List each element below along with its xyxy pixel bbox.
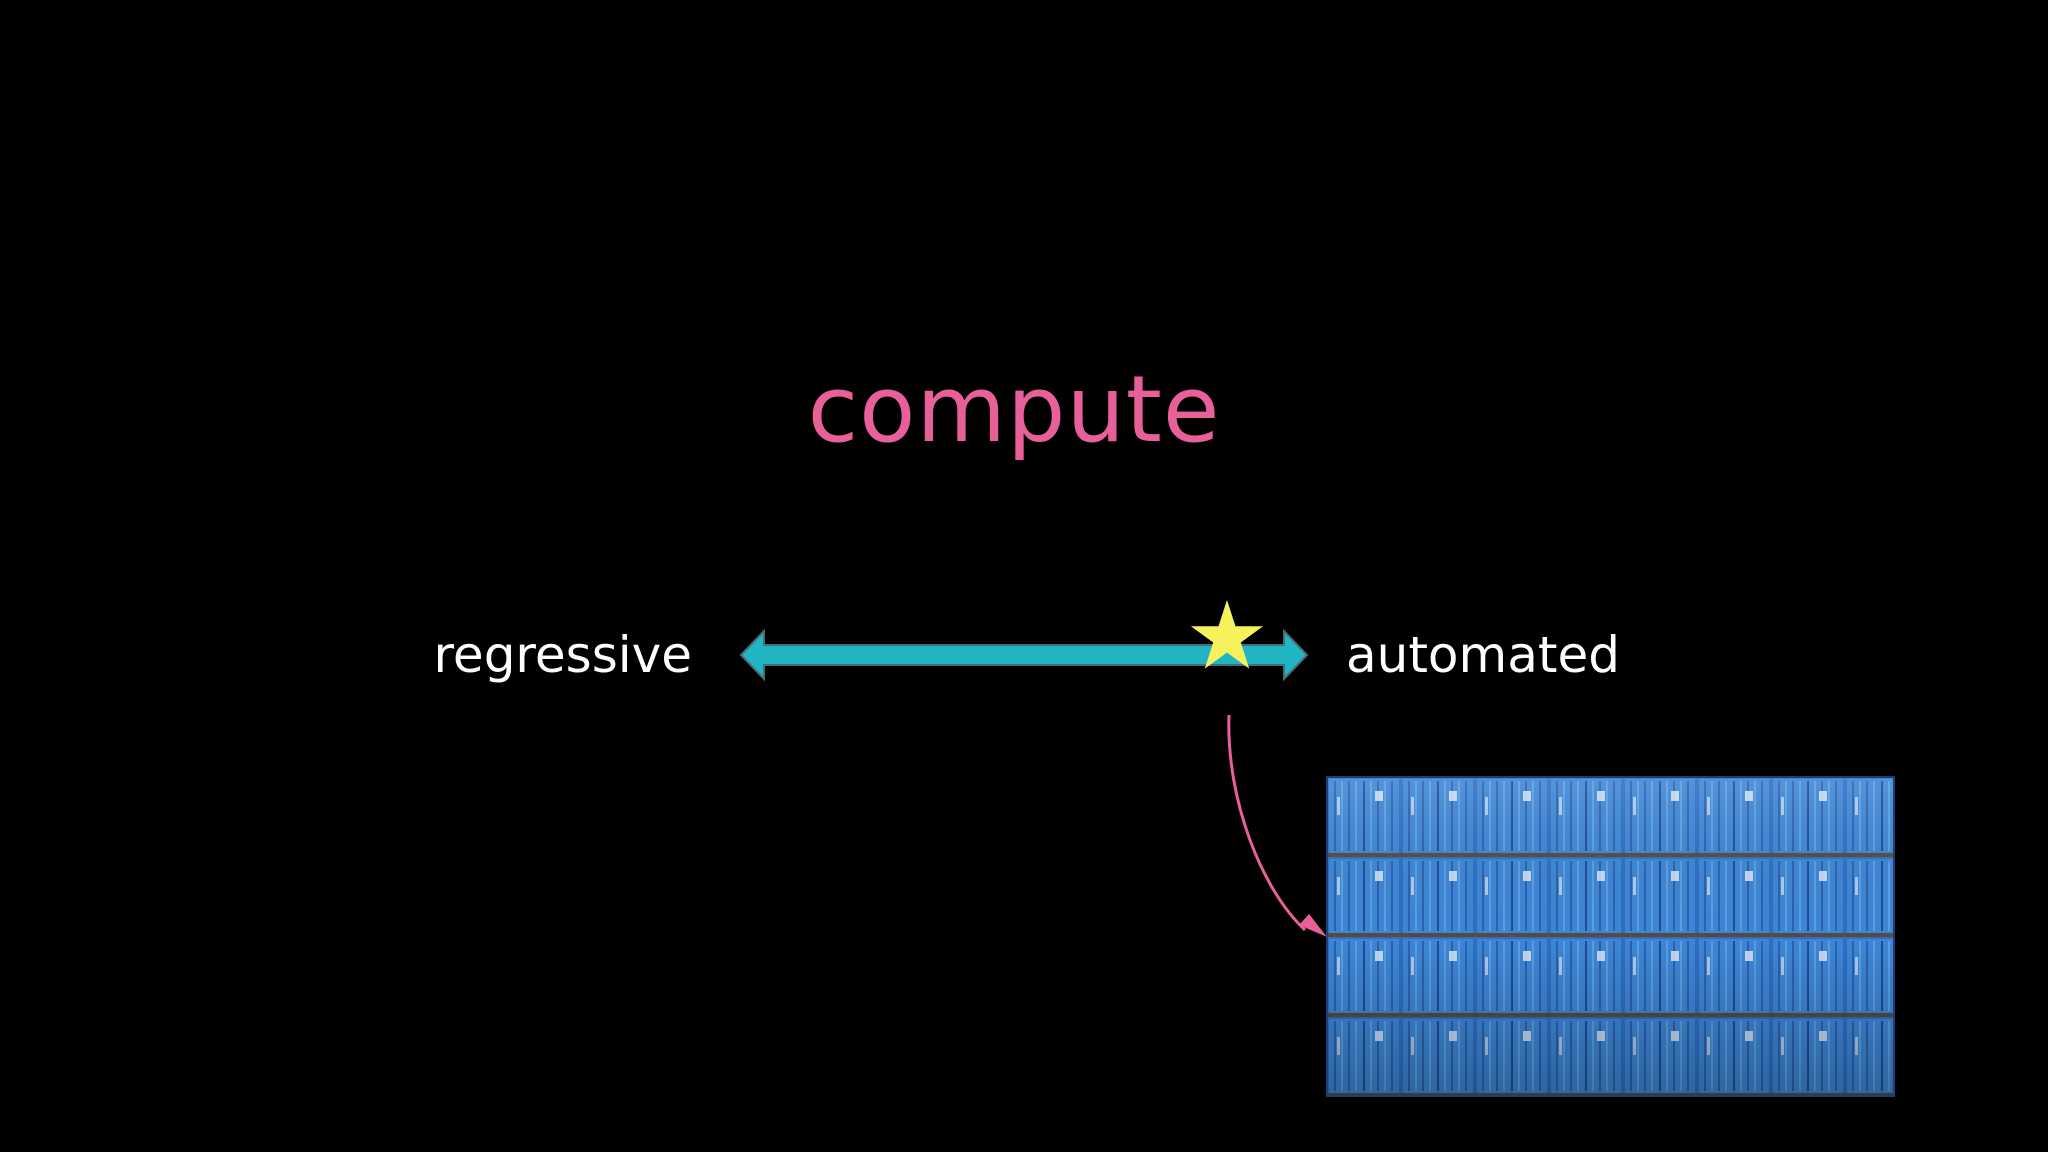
spectrum-arrow bbox=[739, 628, 1309, 682]
slide-title: compute bbox=[807, 356, 1221, 463]
pointer-arrow bbox=[1227, 714, 1307, 932]
spectrum-left-label: regressive bbox=[433, 626, 692, 684]
shipping-containers-photo bbox=[1326, 776, 1895, 1097]
star-icon bbox=[1190, 600, 1264, 669]
spectrum-right-label: automated bbox=[1346, 626, 1620, 684]
pointer-arrowhead bbox=[1299, 914, 1327, 937]
